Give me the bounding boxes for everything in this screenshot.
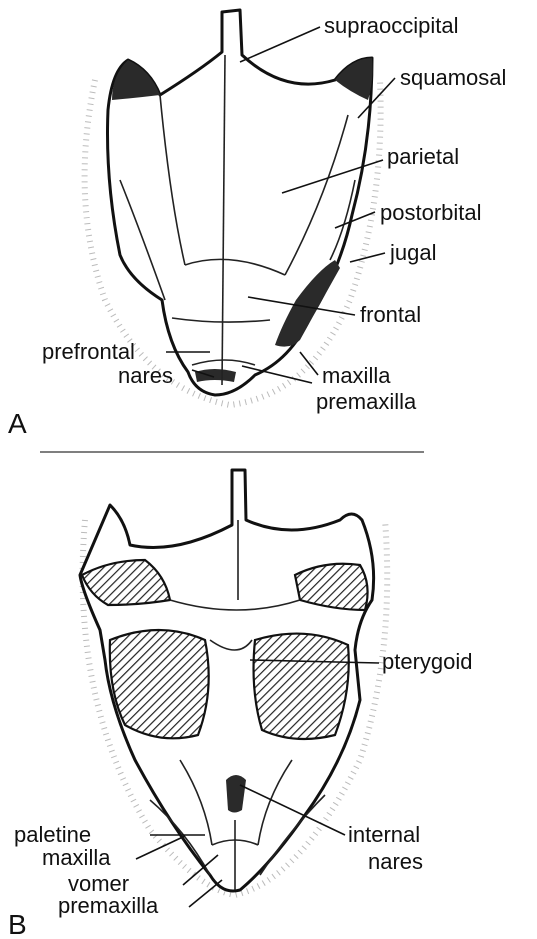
label-nares: nares <box>118 363 173 388</box>
right-subtemporal-fossa <box>254 634 349 739</box>
panel-letter-a: A <box>8 408 27 439</box>
label-pterygoid: pterygoid <box>382 649 473 674</box>
label-supraoccipital: supraoccipital <box>324 13 459 38</box>
label-squamosal: squamosal <box>400 65 506 90</box>
label-postorbital: postorbital <box>380 200 482 225</box>
label-prefrontal: prefrontal <box>42 339 135 364</box>
panel-letter-b: B <box>8 909 27 939</box>
label-paletine: paletine <box>14 822 91 847</box>
label-premaxilla-a: premaxilla <box>316 389 417 414</box>
label-premaxilla-b: premaxilla <box>58 893 159 918</box>
panel-b-drawing <box>80 470 387 895</box>
label-maxilla-a: maxilla <box>322 363 391 388</box>
left-subtemporal-fossa <box>110 630 209 738</box>
label-internal-nares-line1: internal <box>348 822 420 847</box>
label-jugal: jugal <box>389 240 436 265</box>
label-parietal: parietal <box>387 144 459 169</box>
label-maxilla-b: maxilla <box>42 845 111 870</box>
label-internal-nares-line2: nares <box>368 849 423 874</box>
dorsal-skull-outline <box>108 10 373 395</box>
label-frontal: frontal <box>360 302 421 327</box>
